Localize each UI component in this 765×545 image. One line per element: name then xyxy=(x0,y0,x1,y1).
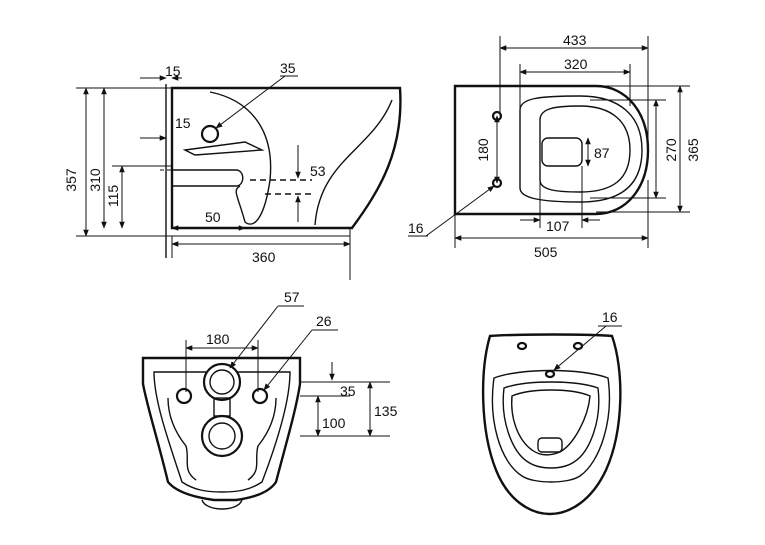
rear-bolt-left xyxy=(175,387,193,405)
label-57: 57 xyxy=(284,289,300,305)
leader-35 xyxy=(215,75,286,129)
label-16-front: 16 xyxy=(602,309,618,325)
rear-bolt-right xyxy=(251,387,269,405)
front-bowl-outline xyxy=(502,381,600,469)
front-rim-outline xyxy=(491,369,611,483)
rear-base-foot xyxy=(201,499,243,510)
label-26: 26 xyxy=(316,313,332,329)
label-107: 107 xyxy=(546,218,570,234)
label-320: 320 xyxy=(564,56,588,72)
label-16-top: 16 xyxy=(408,220,424,236)
label-15-mid: 15 xyxy=(175,115,191,131)
inlet-circle xyxy=(200,124,220,144)
leader-16-front xyxy=(553,325,607,371)
side-body-outline xyxy=(170,86,402,230)
drain-opening xyxy=(541,137,583,167)
front-hole-right xyxy=(572,341,584,351)
leader-26 xyxy=(263,329,313,391)
rear-frame-right xyxy=(247,397,277,481)
front-body-outline xyxy=(481,333,622,516)
label-357: 357 xyxy=(63,168,79,192)
label-100: 100 xyxy=(322,415,346,431)
label-15-top: 15 xyxy=(165,63,181,79)
bowl-inner-curve xyxy=(314,99,393,226)
label-180-rear: 180 xyxy=(206,331,230,347)
front-hole-left xyxy=(516,341,528,351)
bowl-trap-curve xyxy=(209,91,272,225)
label-270: 270 xyxy=(663,138,679,162)
trap-inner xyxy=(182,141,265,156)
rear-view: 57 26 180 35 100 135 xyxy=(141,289,398,510)
top-bowl-outline xyxy=(539,105,631,193)
rear-inlet-outer xyxy=(202,362,242,402)
rear-outlet-outer xyxy=(200,414,244,458)
label-180-top: 180 xyxy=(475,138,491,162)
leader-57 xyxy=(229,305,279,369)
rear-frame-left xyxy=(167,397,197,481)
front-bowl-inner xyxy=(511,389,591,456)
leader-16-top xyxy=(425,185,495,237)
side-view: 357 310 115 15 15 35 53 50 360 xyxy=(63,60,402,280)
label-35-rear: 35 xyxy=(340,383,356,399)
label-50: 50 xyxy=(205,209,221,225)
label-87: 87 xyxy=(594,145,610,161)
label-365: 365 xyxy=(685,138,701,162)
label-505: 505 xyxy=(534,244,558,260)
top-rim-outline xyxy=(519,95,643,203)
rear-body-outline xyxy=(141,356,302,502)
label-360: 360 xyxy=(252,249,276,265)
label-53: 53 xyxy=(310,163,326,179)
rear-outlet-inner xyxy=(208,422,236,450)
label-310: 310 xyxy=(87,168,103,192)
label-135: 135 xyxy=(374,403,398,419)
top-view: 433 320 180 87 270 365 16 107 505 xyxy=(408,32,701,260)
label-115: 115 xyxy=(105,185,121,208)
front-view: 16 xyxy=(481,309,622,516)
front-hole-center xyxy=(544,369,556,379)
rear-inlet-inner xyxy=(209,369,235,395)
rear-link xyxy=(213,397,231,417)
outlet-pipe xyxy=(172,169,244,187)
label-35: 35 xyxy=(280,60,296,76)
rear-inner-outline xyxy=(153,371,291,493)
front-drain xyxy=(537,437,563,453)
label-433: 433 xyxy=(563,32,587,48)
